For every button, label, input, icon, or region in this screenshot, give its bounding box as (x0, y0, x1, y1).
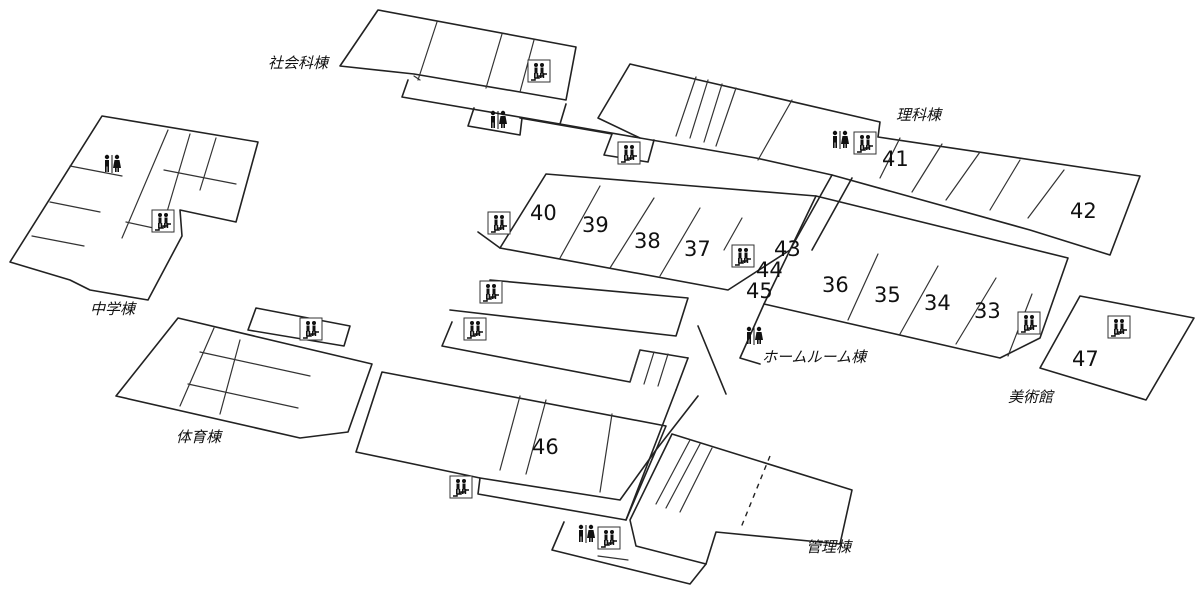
stairs-icon (463, 317, 487, 341)
room-number: 40 (530, 201, 557, 225)
room-number: 37 (684, 237, 711, 261)
building-label: 体育棟 (176, 428, 223, 446)
room-number: 41 (882, 147, 909, 171)
building-46 (355, 371, 667, 521)
room-number: 35 (874, 283, 901, 307)
stairs-icon (617, 141, 641, 165)
building-chugaku (9, 115, 259, 301)
building-label: 美術館 (1008, 388, 1055, 406)
building-label: 理科棟 (896, 106, 943, 124)
building-kanri (551, 433, 853, 585)
room-number: 45 (746, 279, 773, 303)
stairs-icon (151, 209, 175, 233)
room-number: 36 (822, 273, 849, 297)
stairs-icon (1017, 311, 1041, 335)
building-bijutsu (1039, 295, 1195, 401)
room-number: 33 (974, 299, 1001, 323)
stairs-icon (479, 280, 503, 304)
restroom-icon (746, 326, 763, 345)
room-number: 38 (634, 229, 661, 253)
stairs-icon (731, 244, 755, 268)
building-label: 管理棟 (806, 538, 853, 556)
building-shakai (339, 9, 577, 136)
corridor-connector (789, 174, 853, 251)
stairs-icon (487, 211, 511, 235)
stairs-icon (449, 475, 473, 499)
stairs-icon (853, 131, 877, 155)
building-homeroom-lower (739, 195, 1069, 365)
corridor-south (625, 389, 699, 521)
room-number: 46 (532, 435, 559, 459)
room-number: 44 (756, 258, 783, 282)
stairs-icon (1107, 315, 1131, 339)
room-number: 39 (582, 213, 609, 237)
stairs-icon (527, 59, 551, 83)
restroom-icon (832, 130, 849, 149)
building-taiiku (115, 307, 373, 439)
building-label: 中学棟 (90, 300, 137, 318)
room-number: 42 (1070, 199, 1097, 223)
restroom-icon (104, 154, 121, 173)
building-central (441, 279, 689, 391)
building-label: ホームルーム棟 (762, 348, 868, 366)
room-number: 47 (1072, 347, 1099, 371)
building-rika (597, 63, 1141, 256)
stairs-icon (597, 526, 621, 550)
stairs-icon (299, 317, 323, 341)
building-label: 社会科棟 (268, 54, 330, 72)
room-number: 34 (924, 291, 951, 315)
restroom-icon (578, 524, 595, 543)
room-number: 43 (774, 237, 801, 261)
building-homeroom-upper (477, 173, 817, 291)
